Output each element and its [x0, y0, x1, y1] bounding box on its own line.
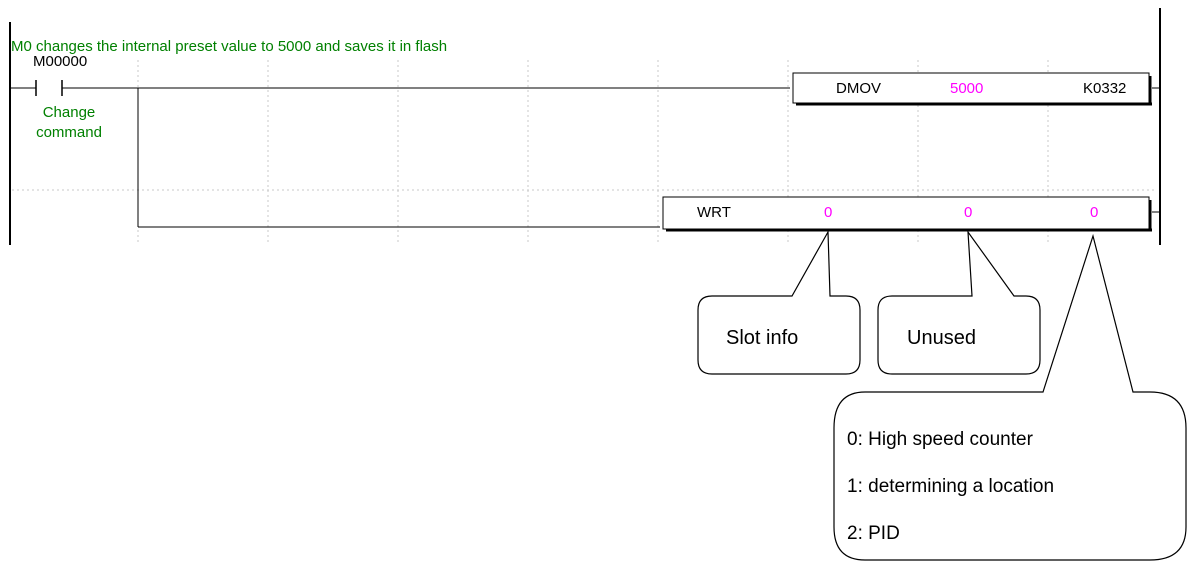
contact-description-line2: command — [36, 124, 102, 141]
type-item-1: 1: determining a location — [847, 476, 1055, 497]
contact-description-line1: Change — [42, 104, 96, 121]
unused-label: Unused — [907, 327, 976, 349]
wrt-operand-1: 0 — [824, 204, 833, 221]
slot-info-label: Slot info — [726, 327, 799, 349]
wrt-operand-2: 0 — [964, 204, 973, 221]
type-callout-bubble — [833, 233, 1187, 561]
type-item-2: 2: PID — [847, 523, 900, 544]
dmov-operand-1: 5000 — [950, 80, 984, 97]
slot-info-callout-bubble — [697, 229, 861, 375]
dmov-operand-2: K0332 — [1083, 80, 1127, 97]
contact-address: M00000 — [33, 53, 88, 70]
wrt-operand-3: 0 — [1090, 204, 1099, 221]
rung-comment: M0 changes the internal preset value to … — [11, 38, 448, 55]
ladder-diagram — [9, 8, 1161, 245]
wrt-instruction-box[interactable] — [662, 196, 1152, 232]
dmov-instruction-box[interactable] — [792, 72, 1152, 106]
wrt-instruction-name: WRT — [697, 204, 731, 221]
unused-callout-bubble — [877, 229, 1041, 375]
dmov-instruction-name: DMOV — [836, 80, 881, 97]
type-item-0: 0: High speed counter — [847, 429, 1033, 450]
